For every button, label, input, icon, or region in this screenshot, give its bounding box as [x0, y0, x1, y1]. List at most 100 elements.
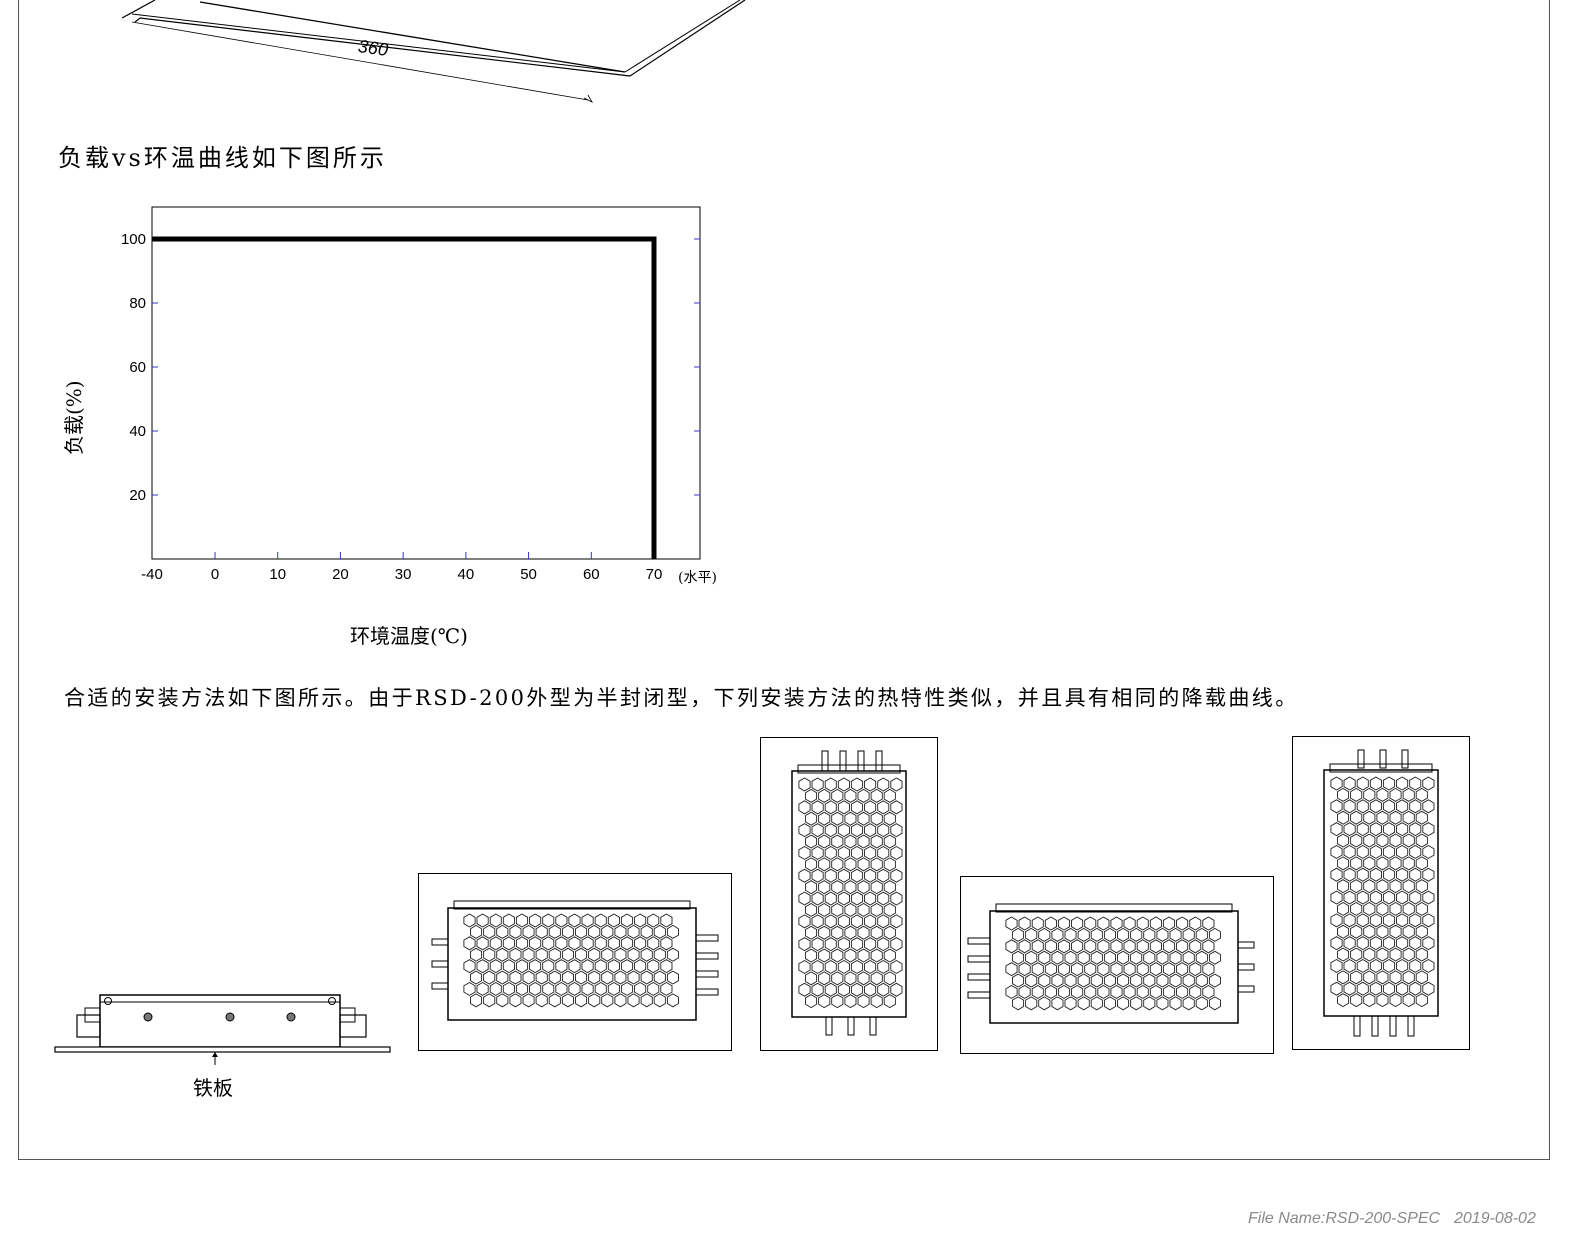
hex-hole: [890, 982, 903, 997]
hex-hole: [798, 845, 811, 860]
hex-hole: [1402, 879, 1415, 894]
hex-hole: [1389, 993, 1402, 1008]
terminal-pin: [1353, 1015, 1361, 1037]
hex-hole: [805, 994, 818, 1009]
hex-hole: [620, 981, 634, 996]
hex-hole: [463, 936, 476, 951]
hex-hole: [496, 924, 509, 939]
hex-hole: [470, 947, 483, 962]
hex-hole: [1084, 916, 1097, 931]
hex-hole: [831, 811, 844, 826]
x-tick-label: 50: [520, 566, 537, 583]
hex-hole: [1057, 984, 1071, 999]
x-axis-label: 环境温度(℃): [350, 624, 468, 648]
hex-hole: [877, 777, 890, 792]
hex-hole: [824, 914, 837, 929]
hex-hole: [476, 936, 489, 951]
hex-hole: [1396, 936, 1409, 951]
hex-hole: [620, 913, 634, 928]
hex-hole: [1064, 950, 1077, 965]
hex-hole: [1031, 916, 1044, 931]
hex-hole: [1376, 993, 1389, 1008]
terminal-pin: [1389, 1015, 1397, 1037]
hex-hole: [1044, 962, 1057, 977]
hex-hole: [1350, 901, 1363, 916]
hex-hole: [798, 823, 811, 838]
hex-hole: [811, 868, 824, 883]
hex-hole: [870, 948, 883, 963]
hex-hole: [1143, 996, 1156, 1011]
hex-hole: [548, 970, 561, 985]
hex-hole: [1422, 890, 1435, 905]
hex-hole: [837, 982, 850, 997]
hex-hole: [1123, 984, 1136, 999]
hex-hole: [1376, 924, 1389, 939]
hex-hole: [864, 891, 877, 906]
hex-hole: [1396, 958, 1409, 973]
hex-hole: [1149, 916, 1162, 931]
hex-hole: [529, 936, 542, 951]
hex-hole: [831, 880, 844, 895]
hex-hole: [1057, 962, 1071, 977]
hex-hole: [890, 959, 903, 974]
hex-hole: [1162, 962, 1176, 977]
hex-hole: [1018, 939, 1031, 954]
hex-hole: [870, 788, 883, 803]
hex-hole: [811, 959, 824, 974]
hex-hole: [818, 925, 831, 940]
hex-hole: [877, 868, 890, 883]
hex-hole: [581, 959, 594, 974]
case-flange: [453, 900, 691, 910]
hex-hole: [463, 913, 476, 928]
hex-hole: [653, 993, 666, 1008]
hex-hole: [877, 845, 890, 860]
hex-hole: [1422, 776, 1435, 791]
hex-hole: [1389, 856, 1402, 871]
hex-hole: [1356, 913, 1369, 928]
hex-hole: [850, 914, 864, 929]
hex-hole: [1337, 924, 1350, 939]
hex-hole: [870, 811, 883, 826]
hex-hole: [640, 924, 653, 939]
hex-hole: [640, 993, 653, 1008]
hex-hole: [1038, 996, 1051, 1011]
hex-hole: [594, 981, 607, 996]
hex-hole: [1363, 947, 1376, 962]
terminal-pin: [967, 991, 991, 999]
hex-hole: [476, 959, 489, 974]
hex-hole: [1044, 916, 1057, 931]
hex-hole: [1389, 970, 1402, 985]
hex-hole: [548, 924, 561, 939]
terminal-pin: [967, 955, 991, 963]
hex-hole: [1369, 776, 1382, 791]
hex-hole: [864, 800, 877, 815]
hex-hole: [1195, 950, 1208, 965]
x-tick-label: 70: [646, 566, 663, 583]
top-mechanical-drawing: [121, 0, 746, 103]
hex-hole: [1356, 822, 1369, 837]
hex-hole: [1117, 927, 1130, 942]
hex-hole: [1415, 856, 1428, 871]
hex-hole: [1409, 890, 1422, 905]
hex-hole: [850, 868, 864, 883]
hex-hole: [857, 994, 870, 1009]
terminal-pin: [875, 750, 883, 772]
hex-hole: [666, 993, 679, 1008]
hex-hole: [1402, 901, 1415, 916]
hex-hole: [1337, 993, 1350, 1008]
hex-hole: [1343, 890, 1356, 905]
hex-hole: [824, 891, 837, 906]
hex-hole: [798, 800, 811, 815]
hex-hole: [1369, 890, 1382, 905]
hex-hole: [844, 811, 857, 826]
hex-hole: [1389, 947, 1402, 962]
hex-hole: [1350, 947, 1363, 962]
hex-hole: [877, 823, 890, 838]
hex-hole: [522, 970, 535, 985]
hex-hole: [1356, 981, 1369, 996]
hex-hole: [1422, 844, 1435, 859]
hex-hole: [870, 880, 883, 895]
hex-hole: [1396, 776, 1409, 791]
hex-hole: [870, 857, 883, 872]
